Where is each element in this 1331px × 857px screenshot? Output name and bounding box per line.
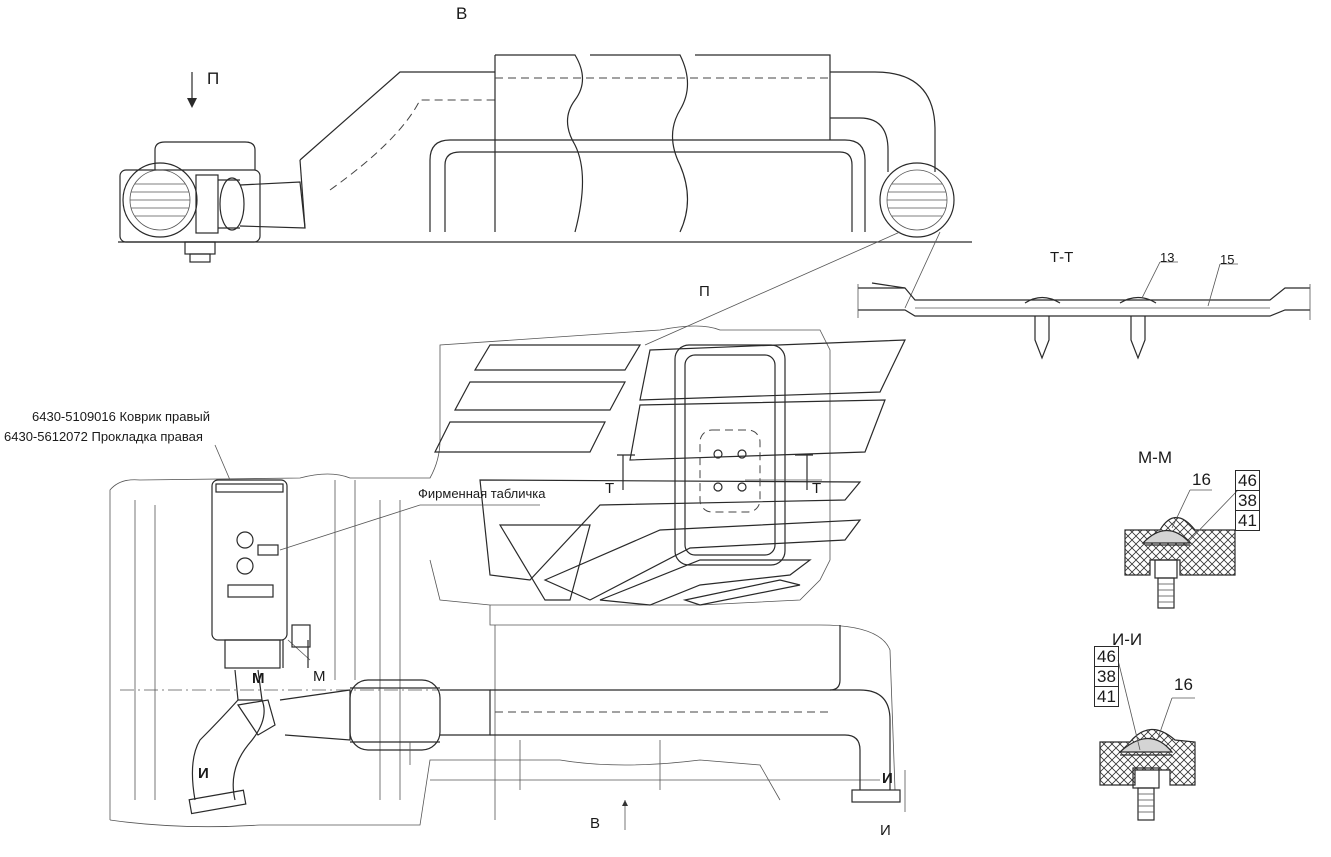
section-ii-pos-16: 16 [1174,675,1193,694]
section-ii-pos-38: 38 [1094,667,1119,687]
section-mm-pos-16: 16 [1192,470,1211,489]
section-ii [1099,659,1196,821]
section-ii-pos-41: 41 [1094,687,1119,707]
view-b-label-bottom: В [590,815,601,832]
callout-mat-right: 6430-5109016 Коврик правый [32,409,210,424]
view-b-label-top: В [456,4,468,23]
section-ii-mark-left: И [198,765,209,782]
section-tt-mark-left: Т [605,480,615,497]
callout-gasket-right: 6430-5612072 Прокладка правая [4,429,203,444]
section-tt [857,261,1311,360]
section-tt-pos-15: 15 [1220,252,1235,267]
section-ii-mark-right-top: И [882,770,893,787]
section-mm-pos-41: 41 [1235,511,1260,531]
section-tt-title: Т-Т [1050,249,1074,266]
plan-view [109,325,906,830]
top-view [118,54,972,263]
view-p-arrow-label: П [207,69,220,88]
callout-nameplate: Фирменная табличка [418,486,546,501]
section-mm-mark-b: М [313,668,326,685]
section-ii-mark-right-bottom: И [880,822,891,839]
section-tt-pos-13: 13 [1160,250,1175,265]
section-mm-title: М-М [1138,448,1172,467]
section-tt-mark-right: Т [812,480,822,497]
view-p-center-label: П [699,283,710,300]
section-mm-pos-38: 38 [1235,491,1260,511]
section-mm-pos-46: 46 [1235,470,1260,491]
section-ii-pos-stack: 46 38 41 [1094,646,1119,707]
section-ii-title: И-И [1112,630,1143,649]
section-mm-pos-stack: 46 38 41 [1235,470,1260,531]
section-mm [1124,489,1239,609]
section-mm-mark-a: М [252,670,265,687]
section-ii-pos-46: 46 [1094,646,1119,667]
